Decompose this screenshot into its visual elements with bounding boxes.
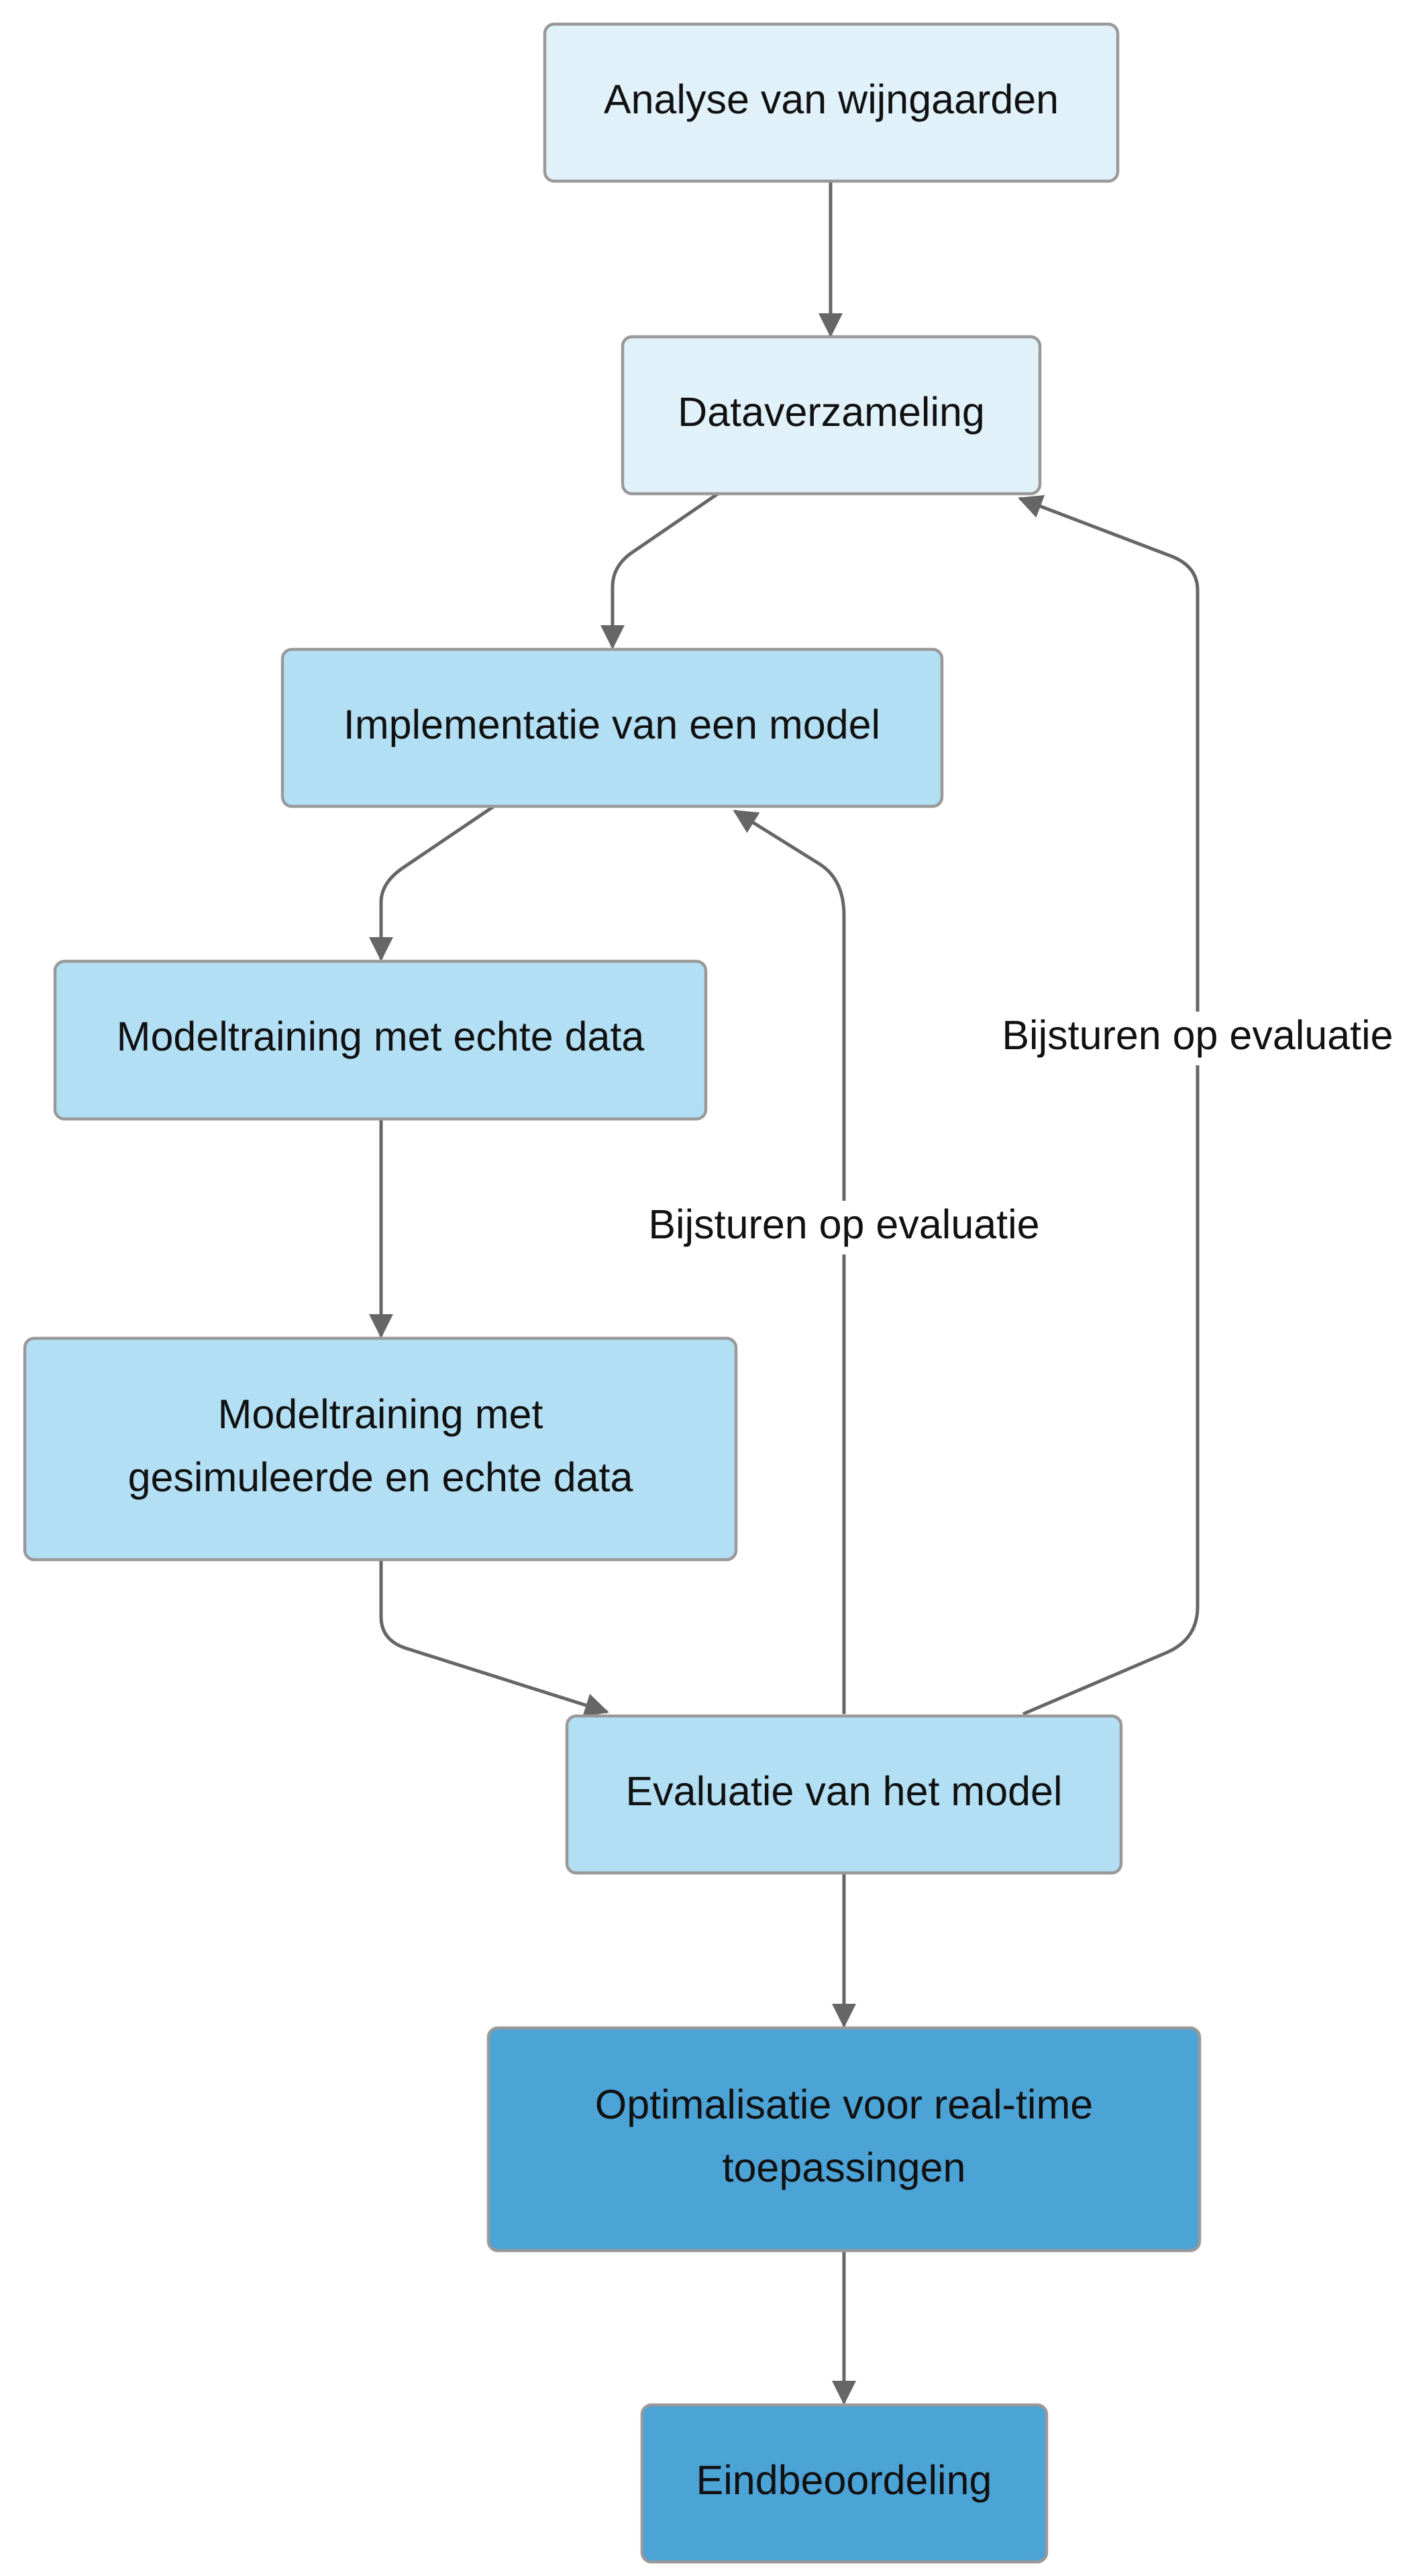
node-label-line-2: gesimuleerde en echte data	[128, 1454, 633, 1500]
node-dataverzameling[interactable]: Dataverzameling	[621, 335, 1042, 496]
edge-label-text: Bijsturen op evaluatie	[1002, 1012, 1393, 1058]
node-implementatie-van-een-model[interactable]: Implementatie van een model	[280, 647, 944, 808]
edge-training-gesim-to-evaluatie	[379, 1560, 609, 1717]
node-modeltraining-echte-data[interactable]: Modeltraining met echte data	[53, 959, 708, 1121]
edge-label-text: Bijsturen op evaluatie	[648, 1201, 1039, 1247]
node-eindbeoordeling[interactable]: Eindbeoordeling	[640, 2403, 1049, 2564]
edge-label-feedback-dataverzameling: Bijsturen op evaluatie	[986, 1012, 1409, 1065]
node-label: Dataverzameling	[678, 389, 985, 435]
node-label: Evaluatie van het model	[625, 1768, 1062, 1814]
node-label: Modeltraining met echte data	[117, 1014, 645, 1059]
node-label: Implementatie van een model	[344, 702, 880, 747]
node-optimalisatie-real-time[interactable]: Optimalisatie voor real-time toepassinge…	[486, 2026, 1202, 2253]
node-label: Eindbeoordeling	[696, 2457, 992, 2503]
edges-layer	[369, 181, 1200, 2405]
node-label-line-2: toepassingen	[723, 2145, 966, 2190]
edge-evaluatie-to-dataverzameling	[1018, 494, 1200, 1716]
edge-label-feedback-implementatie: Bijsturen op evaluatie	[631, 1201, 1057, 1254]
edge-evaluatie-to-implementatie	[733, 809, 846, 1714]
node-modeltraining-gesimuleerde-en-echte-data[interactable]: Modeltraining met gesimuleerde en echte …	[23, 1336, 738, 1562]
node-label-line-1: Modeltraining met	[218, 1391, 543, 1437]
node-label: Analyse van wijngaarden	[604, 76, 1059, 122]
node-analyse-van-wijngaarden[interactable]: Analyse van wijngaarden	[543, 22, 1120, 183]
node-evaluatie-van-het-model[interactable]: Evaluatie van het model	[565, 1714, 1123, 1875]
edge-dataverzameling-to-implementatie	[600, 492, 719, 649]
edge-implementatie-to-training-echt	[369, 804, 495, 961]
node-label-line-1: Optimalisatie voor real-time	[595, 2082, 1093, 2127]
